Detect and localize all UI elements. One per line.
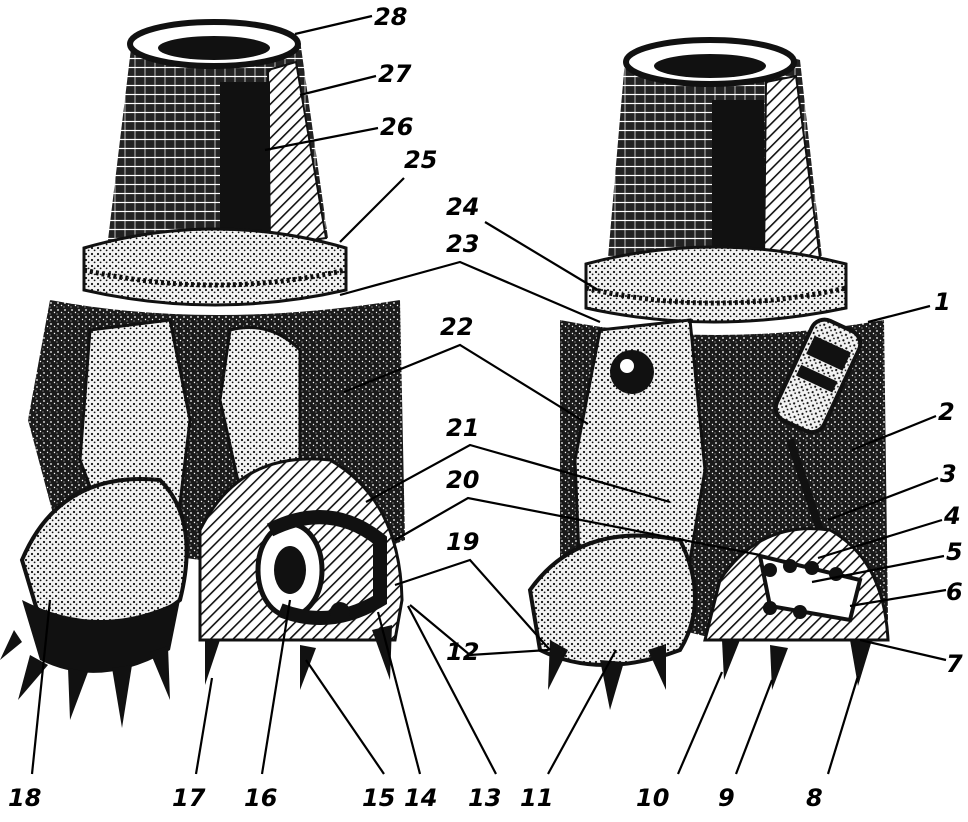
leader-3 bbox=[827, 476, 939, 522]
callout-23: 23 bbox=[446, 230, 479, 258]
left-shoulder-ring bbox=[82, 227, 348, 307]
left-roller-race bbox=[266, 510, 387, 625]
leader-9 bbox=[734, 679, 774, 775]
right-bearing-rollers bbox=[763, 559, 843, 619]
right-cone-a bbox=[527, 533, 697, 667]
leader-27 bbox=[299, 74, 377, 97]
leader-6 bbox=[849, 588, 947, 608]
callout-15: 15 bbox=[362, 784, 395, 812]
leader-10 bbox=[676, 671, 724, 775]
right-bit-illustration bbox=[527, 37, 890, 710]
callout-2: 2 bbox=[938, 398, 955, 426]
left-bit-illustration bbox=[0, 19, 405, 728]
leader-12 bbox=[409, 604, 549, 657]
callout-1: 1 bbox=[934, 288, 951, 316]
leader-23 bbox=[339, 260, 601, 324]
left-section-teeth bbox=[205, 625, 392, 690]
leader-28 bbox=[294, 14, 373, 36]
callout-11: 11 bbox=[520, 784, 553, 812]
right-shoulder-knurl bbox=[585, 285, 847, 306]
callout-18: 18 bbox=[8, 784, 41, 812]
callout-10: 10 bbox=[636, 784, 669, 812]
left-shoulder-knurl bbox=[83, 267, 347, 288]
right-shoulder-ring bbox=[584, 245, 848, 324]
callout-13: 13 bbox=[468, 784, 501, 812]
callout-3: 3 bbox=[940, 460, 957, 488]
leader-lines bbox=[30, 14, 947, 775]
leader-7 bbox=[859, 638, 947, 662]
right-bore bbox=[712, 100, 764, 266]
callout-labels: 28 27 26 25 24 23 22 21 20 19 12 1 2 3 4… bbox=[8, 3, 963, 812]
leader-1 bbox=[867, 304, 931, 324]
callout-26: 26 bbox=[380, 113, 413, 141]
callout-4: 4 bbox=[943, 502, 961, 530]
leader-5 bbox=[811, 554, 945, 584]
right-ball-plug bbox=[610, 350, 654, 394]
leader-18 bbox=[30, 599, 52, 775]
callout-17: 17 bbox=[172, 784, 206, 812]
leader-8 bbox=[826, 675, 860, 775]
callout-19: 19 bbox=[446, 528, 479, 556]
leader-13 bbox=[407, 605, 497, 775]
callout-27: 27 bbox=[378, 60, 412, 88]
leader-11 bbox=[547, 649, 617, 775]
callout-8: 8 bbox=[806, 784, 823, 812]
right-journal-pin bbox=[757, 553, 863, 623]
left-bore bbox=[220, 82, 270, 252]
left-cone-row bbox=[22, 600, 180, 673]
callout-22: 22 bbox=[440, 313, 473, 341]
leader-25 bbox=[339, 177, 405, 243]
callout-9: 9 bbox=[718, 784, 735, 812]
left-pin-opening bbox=[158, 36, 270, 60]
callout-12: 12 bbox=[446, 638, 479, 666]
right-pin-opening bbox=[654, 54, 766, 78]
leader-16 bbox=[260, 599, 292, 775]
leader-20 bbox=[394, 496, 761, 557]
callout-24: 24 bbox=[446, 193, 479, 221]
right-ball-plug-highlight bbox=[620, 359, 634, 373]
right-cone-teeth bbox=[548, 640, 666, 710]
leader-4 bbox=[817, 518, 943, 560]
leader-21 bbox=[365, 443, 671, 504]
callout-21: 21 bbox=[446, 414, 479, 442]
right-lubricant-reservoir bbox=[773, 317, 863, 435]
callout-6: 6 bbox=[946, 578, 963, 606]
leader-22 bbox=[343, 343, 589, 425]
leader-17 bbox=[194, 677, 214, 775]
left-cone-pin bbox=[274, 546, 306, 594]
callout-28: 28 bbox=[374, 3, 407, 31]
leader-26 bbox=[264, 126, 379, 152]
left-ball-bearing bbox=[330, 602, 350, 622]
leader-14 bbox=[376, 611, 422, 775]
callout-7: 7 bbox=[946, 650, 963, 678]
leader-19 bbox=[394, 558, 551, 651]
leader-24 bbox=[484, 221, 599, 291]
left-cone-teeth bbox=[0, 630, 170, 728]
leader-2 bbox=[851, 414, 937, 452]
left-cone-a bbox=[19, 477, 189, 629]
callout-5: 5 bbox=[946, 538, 963, 566]
callout-20: 20 bbox=[446, 466, 479, 494]
callout-25: 25 bbox=[404, 146, 437, 174]
right-section-teeth bbox=[722, 640, 872, 690]
callout-14: 14 bbox=[404, 784, 437, 812]
callout-16: 16 bbox=[244, 784, 277, 812]
leader-15 bbox=[305, 659, 385, 775]
